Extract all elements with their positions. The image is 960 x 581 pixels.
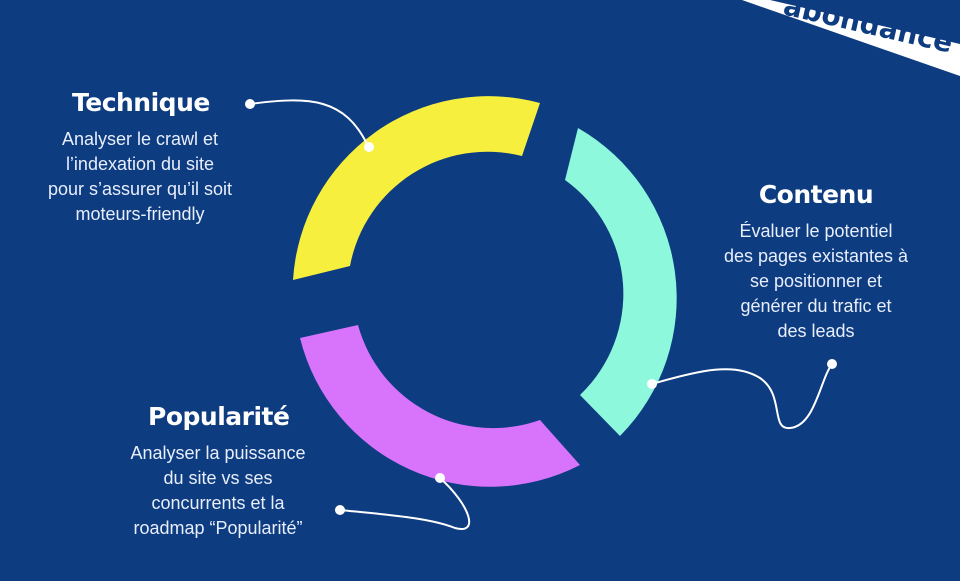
ring-segment-popularite	[300, 325, 580, 487]
popularite-block: Popularité Analyser la puissance du site…	[98, 402, 338, 541]
contenu-block: Contenu Évaluer le potentiel des pages e…	[700, 180, 932, 344]
technique-title: Technique	[72, 88, 210, 117]
connector-popularite	[339, 477, 471, 531]
logo-text: abondance	[780, 0, 956, 60]
connector-contenu	[651, 363, 833, 430]
ring-segment-contenu	[565, 128, 677, 436]
contenu-line-4: générer du trafic et	[740, 296, 892, 316]
dot-contenu-ring	[647, 379, 657, 389]
popularite-line-1: Analyser la puissance	[130, 443, 306, 463]
technique-line-2: l’indexation du site	[65, 154, 215, 174]
popularite-line-4: roadmap “Popularité”	[133, 518, 303, 538]
technique-line-1: Analyser le crawl et	[61, 129, 219, 149]
technique-block: Technique Analyser le crawl et l’indexat…	[20, 88, 260, 227]
dot-technique-label	[245, 99, 255, 109]
dot-popularite-ring	[435, 473, 445, 483]
contenu-line-2: des pages existantes à	[723, 246, 909, 266]
technique-line-3: pour s’assurer qu’il soit	[47, 179, 233, 199]
popularite-description: Analyser la puissance du site vs ses con…	[98, 441, 338, 541]
popularite-line-2: du site vs ses	[163, 468, 273, 488]
contenu-line-5: des leads	[777, 321, 855, 341]
technique-description: Analyser le crawl et l’indexation du sit…	[20, 127, 260, 227]
logo-ribbon	[742, 0, 960, 76]
dot-technique-ring	[364, 142, 374, 152]
connector-technique	[249, 99, 369, 147]
connector-dots	[245, 99, 837, 515]
contenu-title: Contenu	[758, 180, 874, 209]
brand-logo: abondance	[742, 0, 960, 76]
contenu-line-1: Évaluer le potentiel	[739, 221, 893, 241]
contenu-description: Évaluer le potentiel des pages existante…	[700, 219, 932, 344]
connectors	[249, 99, 833, 531]
popularite-line-3: concurrents et la	[151, 493, 285, 513]
technique-line-4: moteurs-friendly	[75, 204, 205, 224]
contenu-line-3: se positionner et	[749, 271, 883, 291]
dot-popularite-label	[335, 505, 345, 515]
dot-contenu-label	[827, 359, 837, 369]
ring-segment-technique	[293, 96, 540, 280]
popularite-title: Popularité	[148, 402, 290, 431]
